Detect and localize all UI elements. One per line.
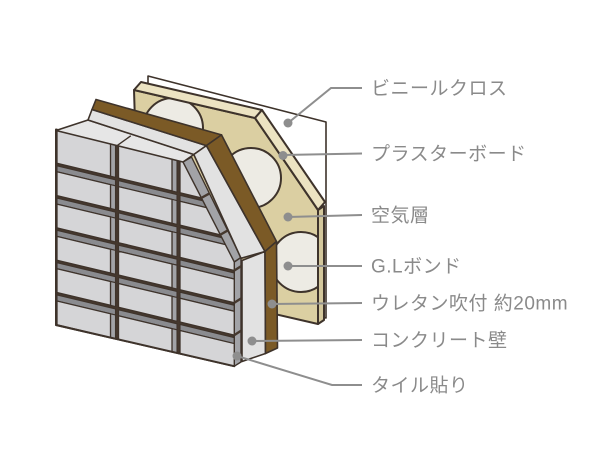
label-concrete-wall: コンクリート壁 — [371, 330, 508, 352]
leader-dot-tile — [232, 351, 242, 361]
tile — [179, 297, 235, 337]
wall-assembly — [55, 98, 279, 368]
leader-plasterboard — [282, 152, 363, 156]
tile-side-face — [109, 313, 117, 340]
leader-dot-plasterboard — [278, 151, 288, 160]
tile-side-face — [109, 184, 117, 211]
tile — [179, 232, 235, 272]
leader-dot-vinyl-cloth — [283, 118, 293, 128]
wall-front-edge — [55, 129, 235, 368]
urethane-side-section — [264, 240, 279, 355]
leader-urethane — [271, 302, 363, 305]
tile-side-face — [171, 295, 178, 322]
tile-side-face — [171, 198, 178, 225]
label-plasterboard: プラスターボード — [371, 143, 527, 165]
leader-concrete — [251, 339, 363, 342]
label-urethane: ウレタン吹付 約20mm — [371, 293, 568, 315]
tile-side-face — [171, 231, 178, 258]
leader-dot-air-layer — [283, 212, 293, 222]
leader-tile — [236, 355, 362, 386]
tile-side-face — [171, 328, 178, 355]
leader-dot-concrete — [247, 336, 257, 346]
tile — [117, 218, 173, 257]
tile-top-face — [179, 259, 235, 280]
label-tile-finish: タイル貼り — [371, 375, 469, 397]
leader-dot-urethane — [267, 299, 277, 309]
leader-vinyl-cloth — [287, 87, 362, 124]
tile — [179, 265, 235, 304]
leader-dot-gl-bond — [283, 261, 293, 271]
tile-side-face — [171, 263, 178, 290]
tile — [179, 329, 235, 367]
tile-top-face — [179, 227, 235, 248]
tile-top-face-joint — [117, 135, 132, 146]
tile-side-face — [109, 140, 117, 178]
leader-lines — [232, 87, 363, 386]
leader-air-layer — [287, 214, 363, 218]
label-air-layer: 空気層 — [371, 205, 430, 227]
label-vinyl-cloth: ビニールクロス — [371, 78, 508, 100]
tile — [117, 185, 173, 224]
layer-labels: ビニールクロス プラスターボード 空気層 G.Lボンド ウレタン吹付 約20mm… — [371, 78, 568, 397]
tile-side-face — [109, 248, 117, 275]
tile-top-face — [179, 323, 235, 345]
tile-side-face — [109, 216, 117, 243]
tile-cut-faces — [182, 156, 242, 367]
tile — [117, 250, 173, 289]
plasterboard-bevel-edge — [254, 109, 326, 211]
tile-top-face — [179, 291, 235, 313]
tile-side-face — [109, 280, 117, 308]
label-gl-bond: G.Lボンド — [371, 256, 462, 278]
tile — [117, 282, 173, 321]
